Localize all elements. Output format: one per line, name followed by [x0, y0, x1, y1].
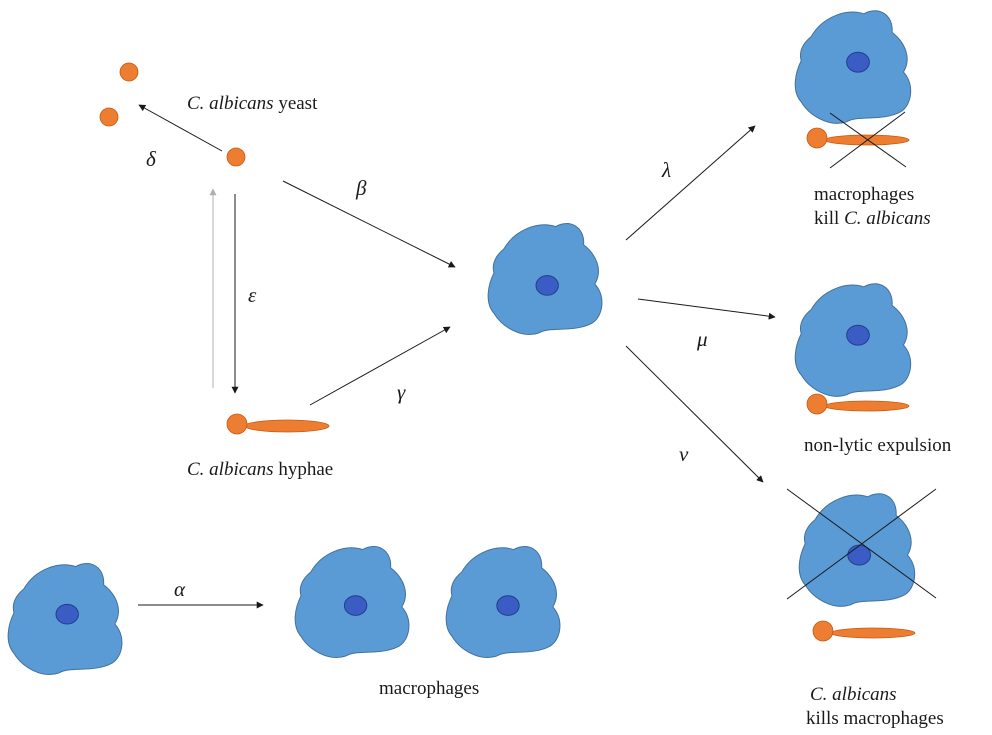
rate-gamma: γ [397, 380, 406, 404]
kill-label: macrophages kill C. albicans [814, 183, 931, 231]
yeast-cell-icon [99, 107, 119, 127]
cross-out-icon [829, 111, 907, 169]
rate-nu: ν [679, 442, 689, 466]
death-label: C. albicans kills macrophages [806, 683, 986, 731]
arrow-mu [637, 298, 776, 320]
kill-species: C. albicans [844, 208, 931, 229]
arrow-delta [138, 104, 223, 152]
macrophage-cell-icon [487, 222, 603, 336]
expulsion-label: non-lytic expulsion [804, 435, 952, 456]
hypha-icon [806, 127, 910, 149]
rate-beta: β [356, 176, 367, 200]
rate-alpha: α [174, 577, 186, 601]
hypha-icon [226, 413, 330, 435]
rate-mu: μ [697, 327, 708, 351]
macrophages [7, 10, 916, 676]
hyphae-suffix: hyphae [273, 459, 334, 480]
macrophage-cell-icon [794, 283, 912, 398]
macrophage-cell-icon [7, 562, 123, 676]
rate-lambda: λ [662, 158, 672, 182]
macrophage-cell-icon [445, 545, 561, 659]
arrow-nu [625, 345, 764, 483]
hypha-icon [812, 620, 916, 642]
death-line-2: kills macrophages [806, 708, 944, 729]
yeast-cell-icon [119, 62, 139, 82]
death-species: C. albicans [810, 684, 897, 705]
arrow-gamma [309, 326, 451, 406]
macrophage-cell-icon [294, 545, 410, 659]
macrophages-label: macrophages [379, 678, 480, 699]
hyphae-label: C. albicans hyphae [187, 458, 333, 482]
macrophage-cell-icon [794, 10, 912, 125]
yeast-suffix: yeast [273, 93, 318, 114]
yeast-species: C. albicans [187, 93, 274, 114]
kill-prefix: kill [814, 208, 845, 229]
cross-out-icon [786, 488, 937, 600]
rate-delta: δ [146, 147, 156, 171]
arrows [138, 104, 776, 609]
rate-epsilon: ε [248, 283, 257, 307]
yeast-label: C. albicans yeast [187, 92, 317, 116]
candida [99, 62, 916, 642]
yeast-cell-icon [226, 147, 246, 167]
arrow-lambda [625, 125, 756, 241]
arrow-beta [282, 180, 456, 268]
kill-line-1: macrophages [814, 184, 915, 205]
kill-line-2: kill C. albicans [814, 207, 931, 231]
hypha-icon [806, 393, 910, 415]
hyphae-species: C. albicans [187, 459, 274, 480]
